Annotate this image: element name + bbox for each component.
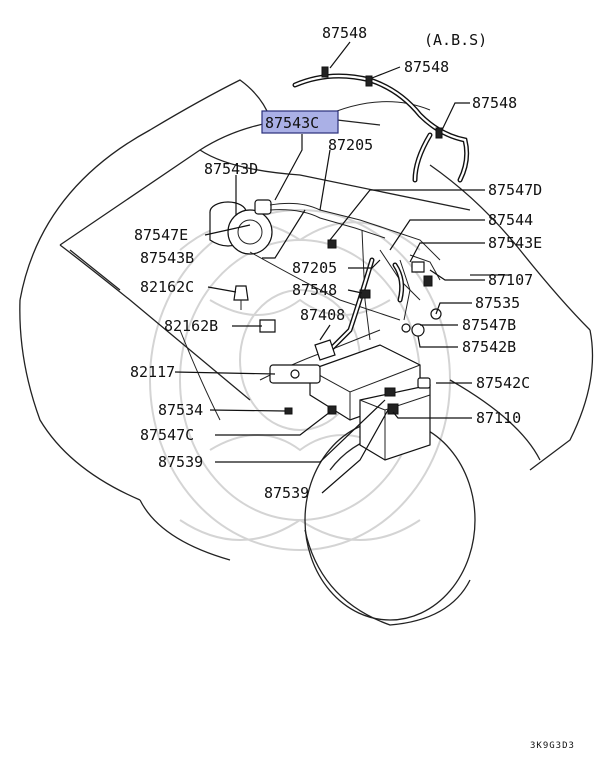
label-82162B[interactable]: 82162B (164, 317, 218, 335)
label-82117[interactable]: 82117 (130, 363, 175, 381)
label-87408[interactable]: 87408 (300, 306, 345, 324)
label-abs: (A.B.S) (424, 31, 487, 49)
label-87547E[interactable]: 87547E (134, 226, 188, 244)
label-87543E[interactable]: 87543E (488, 234, 542, 252)
label-87543D[interactable]: 87543D (204, 160, 258, 178)
small-components (233, 239, 442, 415)
vehicle-body-outline (19, 79, 594, 561)
label-87539[interactable]: 87539 (264, 484, 309, 502)
label-87539[interactable]: 87539 (158, 453, 203, 471)
label-87110[interactable]: 87110 (476, 409, 521, 427)
label-87543C[interactable]: 87543C (265, 114, 319, 132)
label-87544[interactable]: 87544 (488, 211, 533, 229)
brake-lines (249, 202, 441, 381)
label-87547D[interactable]: 87547D (488, 181, 542, 199)
battery (359, 377, 431, 461)
diagram-code: 3K9G3D3 (530, 741, 575, 751)
flexible-hose (327, 257, 405, 353)
label-87535[interactable]: 87535 (475, 294, 520, 312)
abs-hoses (292, 66, 470, 183)
label-87543B[interactable]: 87543B (140, 249, 194, 267)
label-87547B[interactable]: 87547B (462, 316, 516, 334)
label-87548[interactable]: 87548 (472, 94, 517, 112)
label-87107[interactable]: 87107 (488, 271, 533, 289)
highlight-box-87543C (261, 110, 339, 134)
label-82162C[interactable]: 82162C (140, 278, 194, 296)
label-87542C[interactable]: 87542C (476, 374, 530, 392)
label-87548[interactable]: 87548 (292, 281, 337, 299)
brake-fluid-reservoir (209, 199, 273, 255)
label-87548[interactable]: 87548 (404, 58, 449, 76)
label-87547C[interactable]: 87547C (140, 426, 194, 444)
label-87548[interactable]: 87548 (322, 24, 367, 42)
label-87205[interactable]: 87205 (328, 136, 373, 154)
label-87542B[interactable]: 87542B (462, 338, 516, 356)
part-labels: 87548 (A.B.S) 87548 87548 87543C 87205 8… (130, 24, 575, 751)
leader-lines (174, 41, 485, 494)
label-87205[interactable]: 87205 (292, 259, 337, 277)
label-87534[interactable]: 87534 (158, 401, 203, 419)
